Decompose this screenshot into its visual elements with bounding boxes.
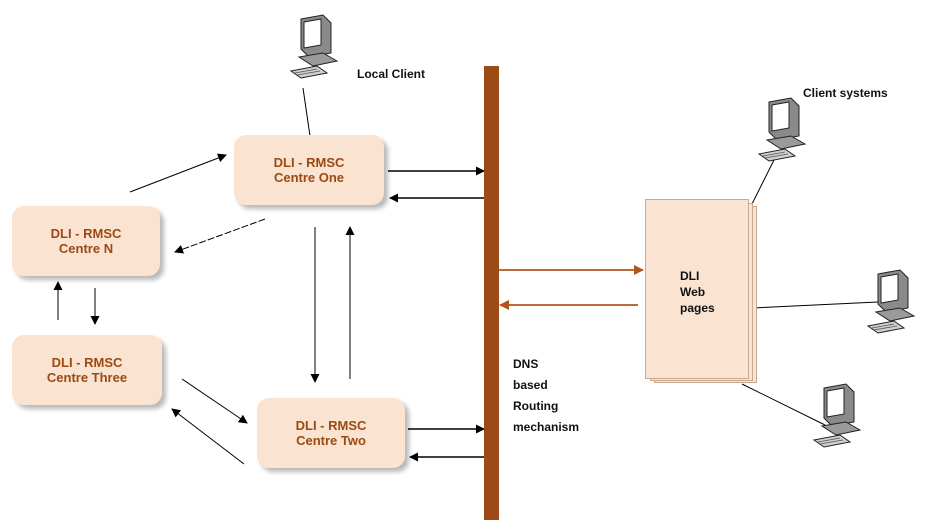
node-centre-one: DLI - RMSC Centre One [234, 135, 384, 205]
web-pages-line2: Web [680, 285, 706, 299]
web-pages-label: DLI Web pages [680, 268, 715, 316]
dns-routing-bar [484, 66, 499, 520]
dns-line4: mechanism [513, 420, 580, 434]
node-centre-three-line1: DLI - RMSC [51, 355, 123, 370]
local-client-label: Local Client [357, 67, 426, 81]
arrow-two-to-three [171, 408, 245, 465]
node-centre-two-line1: DLI - RMSC [295, 418, 367, 433]
web-pages-line1: DLI [680, 269, 700, 283]
node-centre-two-line2: Centre Two [296, 433, 366, 448]
node-centre-n-line2: Centre N [58, 241, 114, 256]
node-centre-two: DLI - RMSC Centre Two [257, 398, 405, 468]
dns-routing-label: DNS based Routing mechanism [513, 354, 579, 438]
computer-icon [812, 383, 862, 448]
node-centre-one-line1: DLI - RMSC [273, 155, 345, 170]
client-wire-1 [751, 157, 776, 205]
dns-line2: based [513, 378, 548, 392]
client-wire-2 [751, 301, 879, 309]
client-wire-3 [741, 383, 826, 426]
computer-icon [866, 269, 916, 334]
arrow-three-to-two [181, 378, 248, 424]
dns-line3: Routing [513, 399, 559, 413]
node-centre-n-line1: DLI - RMSC [50, 226, 122, 241]
web-pages-line3: pages [680, 301, 715, 315]
computer-icon [289, 14, 339, 79]
client-systems-label: Client systems [803, 86, 888, 100]
node-centre-n: DLI - RMSC Centre N [12, 206, 160, 276]
computer-icon [757, 97, 807, 162]
node-centre-three-line2: Centre Three [46, 370, 128, 385]
web-pages-document [645, 199, 749, 379]
local-client-wire [302, 87, 311, 137]
node-centre-three: DLI - RMSC Centre Three [12, 335, 162, 405]
arrow-n-to-one [129, 153, 227, 193]
dns-line1: DNS [513, 357, 539, 371]
node-centre-one-line2: Centre One [273, 170, 345, 185]
arrow-one-to-n [174, 218, 266, 254]
